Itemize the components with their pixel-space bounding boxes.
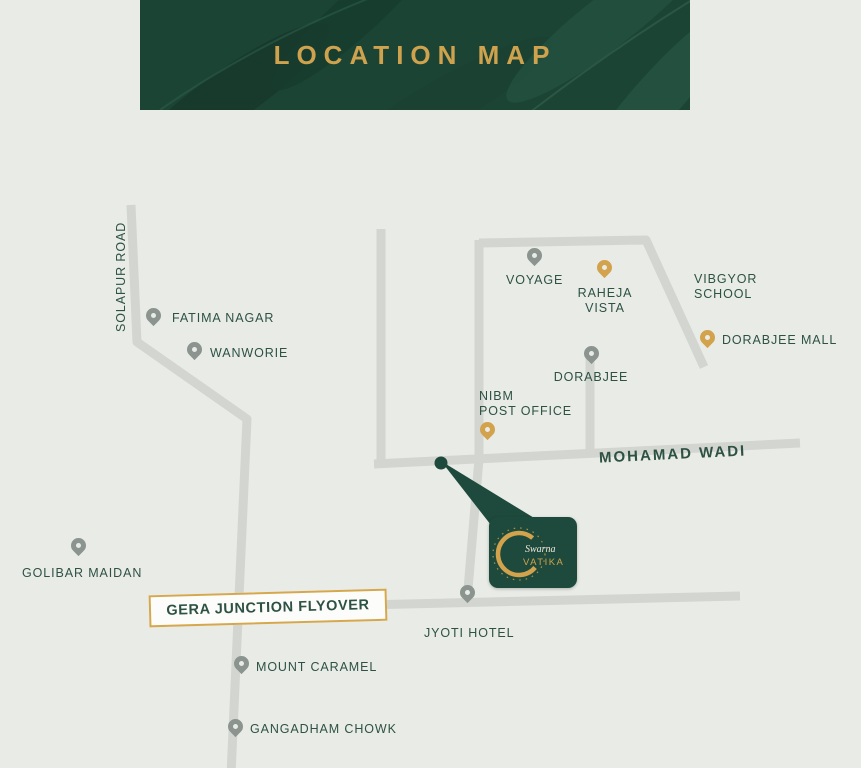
vibgyor-road-line <box>478 235 709 369</box>
leaf-decoration-icon <box>140 0 690 110</box>
swarna-vatika-logo-icon: Swarna VATIKA <box>492 527 564 581</box>
nibm-post-office-label-line1: NIBM <box>479 389 514 403</box>
raheja-vista-label-line2: VISTA <box>585 301 625 315</box>
mount-caramel-label: MOUNT CARAMEL <box>256 660 378 674</box>
solapur-road-line <box>126 204 252 768</box>
gera-junction-flyover-badge: GERA JUNCTION FLYOVER <box>148 588 388 628</box>
jyoti-hotel-label: JYOTI HOTEL <box>424 626 515 640</box>
vibgyor-school-label-line1: VIBGYOR <box>694 272 758 286</box>
banner: LOCATION MAP <box>140 0 690 110</box>
swarna-vatika-site-badge: Swarna VATIKA <box>489 517 577 588</box>
dorabjee-mall-label: DORABJEE MALL <box>722 333 838 347</box>
gangadham-chowk-label: GANGADHAM CHOWK <box>250 722 397 736</box>
gera-junction-flyover-label: GERA JUNCTION FLYOVER <box>166 597 370 619</box>
raheja-vista-label: RAHEJA VISTA <box>570 286 640 316</box>
dorabjee-label: DORABJEE <box>553 370 629 384</box>
nibm-post-office-label: NIBM POST OFFICE <box>479 389 572 419</box>
fatima-nagar-label: FATIMA NAGAR <box>172 311 275 325</box>
vibgyor-school-label: VIBGYOR SCHOOL <box>694 272 757 302</box>
solapur-road-label: SOLAPUR ROAD <box>114 221 128 332</box>
site-location-dot-icon <box>434 456 448 470</box>
voyage-label: VOYAGE <box>506 273 564 287</box>
vibgyor-school-label-line2: SCHOOL <box>694 287 753 301</box>
site-brand-line1: Swarna <box>525 544 556 555</box>
voyage-jyoti-road-line <box>462 240 484 602</box>
page-title: LOCATION MAP <box>273 40 557 70</box>
golibar-maidan-label: GOLIBAR MAIDAN <box>22 566 143 580</box>
wanworie-label: WANWORIE <box>210 346 289 360</box>
site-brand-line2: VATIKA <box>523 557 564 568</box>
raheja-vista-label-line1: RAHEJA <box>577 286 633 300</box>
nibm-post-office-label-line2: POST OFFICE <box>479 404 573 418</box>
